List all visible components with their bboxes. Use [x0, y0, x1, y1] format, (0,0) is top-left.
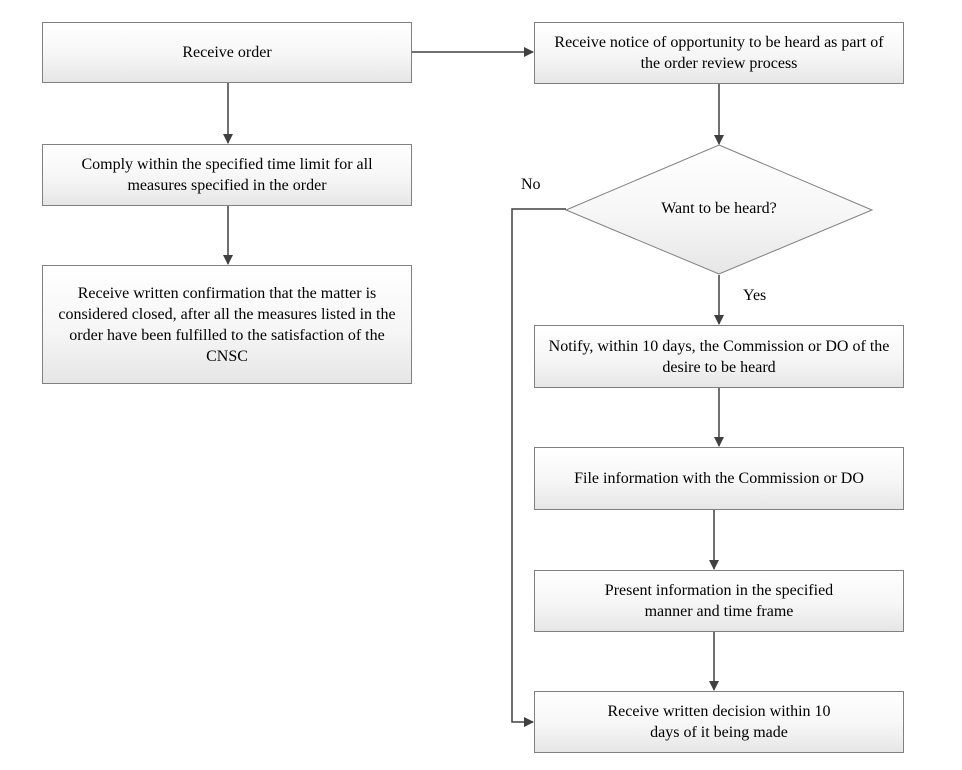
receive-notice-text: Receive notice of opportunity to be hear… [554, 34, 884, 72]
no-label: No [521, 176, 541, 193]
receive-order-box: Receive order [42, 22, 412, 83]
arrow-no-path [511, 208, 566, 727]
notify-text: Notify, within 10 days, the Commission o… [548, 337, 890, 376]
receive-confirmation-box: Receive written confirmation that the ma… [42, 265, 412, 384]
receive-decision-box: Receive written decision within 10 days … [534, 691, 904, 753]
present-info-text: Present information in the specified man… [604, 582, 834, 620]
receive-confirmation-text: Receive written confirmation that the ma… [58, 284, 396, 365]
receive-decision-text: Receive written decision within 10 days … [607, 703, 831, 741]
yes-label: Yes [743, 287, 767, 304]
notify-box: Notify, within 10 days, the Commission o… [534, 325, 904, 388]
receive-notice-box: Receive notice of opportunity to be hear… [534, 22, 904, 84]
want-heard-text: Want to be heard? [661, 200, 777, 217]
decision-diamond [564, 144, 874, 275]
comply-text: Comply within the specified time limit f… [81, 156, 373, 194]
file-info-box: File information with the Commission or … [534, 447, 904, 510]
present-info-box: Present information in the specified man… [534, 570, 904, 632]
comply-box: Comply within the specified time limit f… [42, 144, 412, 206]
file-info-text: File information with the Commission or … [574, 470, 864, 487]
receive-order-text: Receive order [182, 44, 272, 61]
